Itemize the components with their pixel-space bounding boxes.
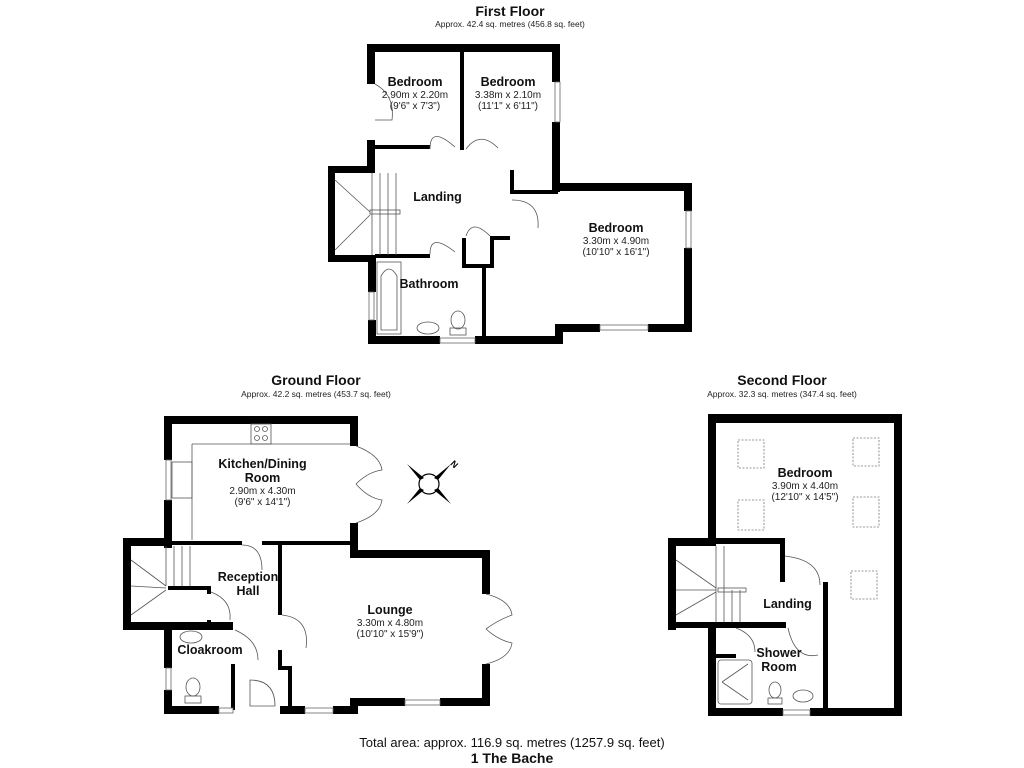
second-floor-landing: Landing bbox=[750, 597, 825, 612]
room-dim-metric: 3.30m x 4.80m bbox=[356, 617, 424, 629]
first-floor-bedroom-3: Bedroom 3.30m x 4.90m (10'10" x 16'1") bbox=[556, 221, 676, 258]
second-floor-plan bbox=[668, 414, 902, 716]
room-name: Bathroom bbox=[399, 277, 459, 291]
room-name: Bedroom bbox=[480, 75, 536, 89]
room-name-line2: Room bbox=[761, 659, 797, 674]
second-floor-shower-room: Shower Room bbox=[743, 646, 815, 675]
room-dim-metric: 2.90m x 4.30m bbox=[229, 485, 296, 497]
room-dim-imperial: (11'1" x 6'11") bbox=[477, 100, 539, 112]
first-floor-bathroom: Bathroom bbox=[390, 277, 468, 292]
room-name: Bedroom bbox=[588, 221, 644, 235]
first-floor-area: Approx. 42.4 sq. metres (456.8 sq. feet) bbox=[435, 19, 585, 29]
first-floor-bedroom-2: Bedroom 3.38m x 2.10m (11'1" x 6'11") bbox=[464, 75, 552, 112]
room-name: Kitchen/Dining bbox=[218, 457, 307, 471]
ground-floor-cloakroom: Cloakroom bbox=[170, 643, 250, 658]
room-dim-metric: 3.38m x 2.10m bbox=[474, 89, 542, 101]
first-floor-title: First Floor bbox=[475, 3, 545, 19]
room-name: Cloakroom bbox=[177, 643, 243, 657]
room-name-line2: Hall bbox=[236, 583, 260, 598]
room-name-line2: Room bbox=[244, 470, 281, 485]
room-dim-metric: 3.90m x 4.40m bbox=[771, 480, 839, 492]
room-name: Lounge bbox=[367, 603, 413, 617]
ground-floor-lounge: Lounge 3.30m x 4.80m (10'10" x 15'9") bbox=[335, 603, 445, 640]
second-floor-area: Approx. 32.3 sq. metres (347.4 sq. feet) bbox=[707, 389, 857, 399]
room-dim-metric: 3.30m x 4.90m bbox=[582, 235, 650, 247]
first-floor-plan bbox=[328, 44, 692, 344]
room-name: Landing bbox=[413, 190, 462, 204]
room-name: Bedroom bbox=[777, 466, 833, 480]
ground-floor-plan: N bbox=[123, 416, 513, 714]
second-floor-title: Second Floor bbox=[737, 372, 827, 388]
room-dim-imperial: (12'10" x 14'5") bbox=[771, 491, 839, 503]
room-name: Reception bbox=[217, 570, 279, 584]
ground-floor-reception-hall: Reception Hall bbox=[208, 570, 288, 599]
room-dim-imperial: (9'6" x 14'1") bbox=[234, 496, 291, 508]
room-name: Landing bbox=[763, 597, 812, 611]
room-dim-imperial: (10'10" x 15'9") bbox=[356, 628, 424, 640]
total-area: Total area: approx. 116.9 sq. metres (12… bbox=[359, 735, 665, 750]
room-dim-imperial: (9'6" x 7'3") bbox=[389, 100, 441, 112]
first-floor-bedroom-1: Bedroom 2.90m x 2.20m (9'6" x 7'3") bbox=[375, 75, 455, 112]
room-name: Shower bbox=[756, 646, 802, 660]
ground-floor-area: Approx. 42.2 sq. metres (453.7 sq. feet) bbox=[241, 389, 391, 399]
ground-floor-kitchen-dining: Kitchen/Dining Room 2.90m x 4.30m (9'6" … bbox=[200, 457, 325, 508]
room-dim-imperial: (10'10" x 16'1") bbox=[582, 246, 650, 258]
compass-icon: N bbox=[407, 458, 460, 504]
ground-floor-title: Ground Floor bbox=[271, 372, 361, 388]
svg-text:N: N bbox=[448, 458, 460, 470]
property-name: 1 The Bache bbox=[470, 750, 554, 766]
room-dim-metric: 2.90m x 2.20m bbox=[381, 89, 449, 101]
first-floor-landing: Landing bbox=[400, 190, 475, 205]
second-floor-bedroom: Bedroom 3.90m x 4.40m (12'10" x 14'5") bbox=[755, 466, 855, 503]
room-name: Bedroom bbox=[387, 75, 443, 89]
